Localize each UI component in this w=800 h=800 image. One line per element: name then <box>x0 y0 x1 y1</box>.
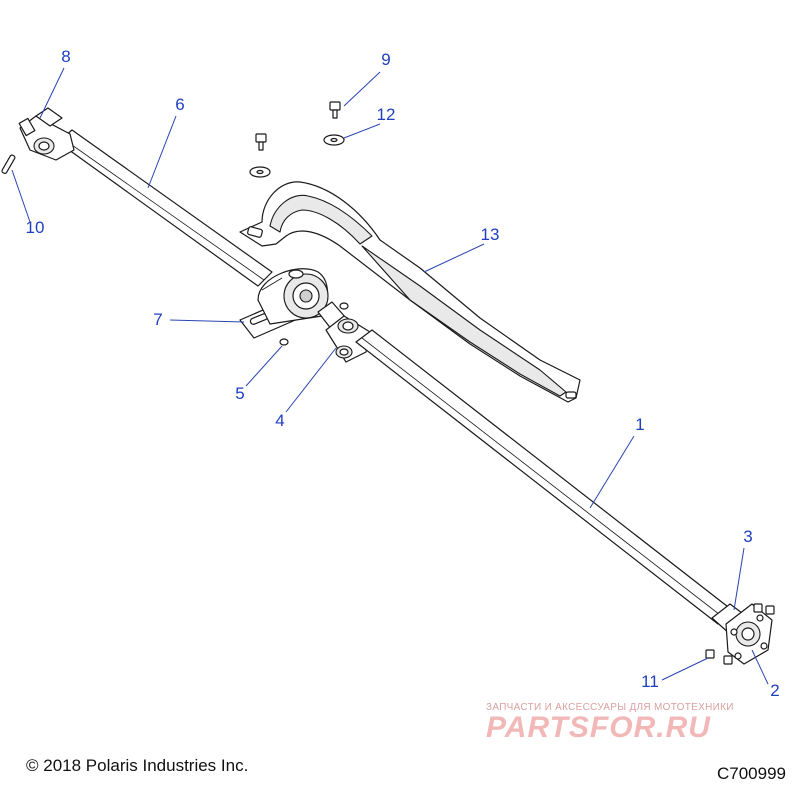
callout-2: 2 <box>770 681 779 700</box>
callout-7: 7 <box>153 310 162 329</box>
center-u-joint <box>317 301 371 363</box>
front-drive-shaft <box>57 129 273 287</box>
callout-13: 13 <box>481 225 500 244</box>
carrier-bearing <box>239 268 329 339</box>
shield-washers <box>249 134 345 178</box>
callout-11: 11 <box>641 672 659 691</box>
drive-shaft-shield <box>239 181 581 403</box>
shield-bolts <box>255 101 341 151</box>
callout-12: 12 <box>377 105 396 124</box>
callout-6: 6 <box>175 95 184 114</box>
front-u-joint <box>18 107 75 161</box>
callout-10: 10 <box>26 218 45 237</box>
roll-pin <box>1 154 16 175</box>
callout-1: 1 <box>635 415 644 434</box>
watermark-tagline: ЗАПЧАСТИ И АКСЕССУАРЫ ДЛЯ МОТОТЕХНИКИ <box>486 702 734 713</box>
leader-lines <box>11 67 769 685</box>
watermark-logo: PARTSFOR.RU <box>486 711 711 744</box>
callout-8: 8 <box>61 47 70 66</box>
watermark: ЗАПЧАСТИ И АКСЕССУАРЫ ДЛЯ МОТОТЕХНИКИ PA… <box>486 702 786 745</box>
copyright-notice: © 2018 Polaris Industries Inc. <box>26 756 249 775</box>
callout-5: 5 <box>235 384 244 403</box>
callout-9: 9 <box>381 50 390 69</box>
figure-code: C700999 <box>716 764 786 783</box>
rear-flange-bolts <box>705 603 775 665</box>
carrier-fastener <box>279 302 349 346</box>
callout-3: 3 <box>743 527 752 546</box>
rear-u-joint <box>711 603 773 665</box>
callout-4: 4 <box>275 411 284 430</box>
